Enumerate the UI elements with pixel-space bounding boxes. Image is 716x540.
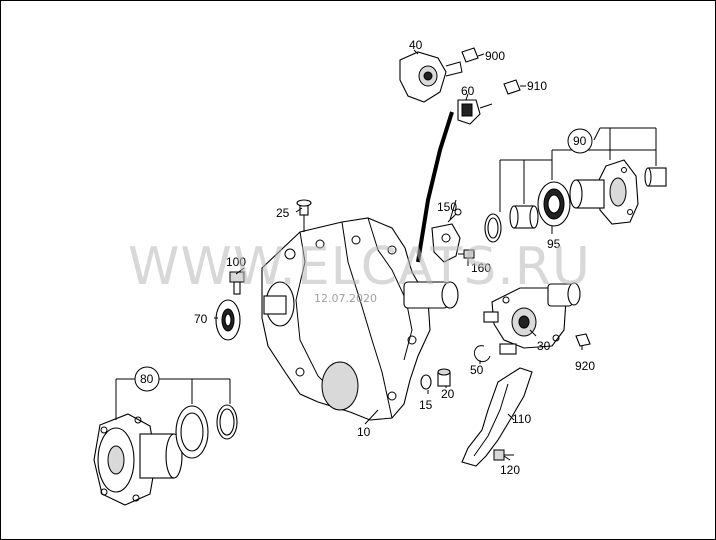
label-920: 920 <box>575 359 595 373</box>
label-910: 910 <box>527 79 547 93</box>
label-900: 900 <box>485 49 505 63</box>
o-ring-80 <box>216 404 238 440</box>
clip-920 <box>575 333 591 347</box>
label-100: 100 <box>226 255 246 269</box>
bolt-160 <box>458 249 475 259</box>
o-ring-15 <box>420 374 432 390</box>
watermark-text: WWW.ELCATS.RU <box>128 237 591 297</box>
bearing-90 <box>509 205 539 229</box>
clip-900 <box>461 47 479 63</box>
callout-circle-90 <box>567 128 593 154</box>
label-80: 80 <box>140 372 154 386</box>
output-flange-80 <box>93 413 183 506</box>
seal-95 <box>537 181 571 227</box>
label-20: 20 <box>441 387 455 401</box>
shaft-seal-70 <box>215 299 241 341</box>
label-110: 110 <box>512 412 531 426</box>
label-40: 40 <box>409 38 423 52</box>
seal-ring-80 <box>175 405 209 459</box>
label-30: 30 <box>537 339 551 353</box>
drive-flange-90 <box>569 159 639 225</box>
sensor-housing-40 <box>399 51 463 103</box>
label-120: 120 <box>500 463 520 477</box>
leader-lines <box>115 49 657 461</box>
cap-90 <box>644 167 667 187</box>
sensor-150 <box>431 208 462 263</box>
wiring-harness <box>416 111 454 263</box>
label-90: 90 <box>573 134 587 148</box>
plug-20 <box>437 368 451 387</box>
clip-910 <box>503 79 521 95</box>
bolt-100 <box>229 271 245 295</box>
breather-valve <box>296 199 312 232</box>
label-60: 60 <box>461 84 475 98</box>
heat-shield-110 <box>461 367 533 467</box>
label-25: 25 <box>276 206 290 220</box>
label-50: 50 <box>470 363 484 377</box>
sensor-60 <box>457 99 493 125</box>
callout-circle-80 <box>134 366 160 392</box>
label-15: 15 <box>419 398 433 412</box>
label-150: 150 <box>437 200 457 214</box>
circlip-50 <box>473 345 491 363</box>
transfer-case-housing <box>261 217 459 421</box>
bolt-120 <box>493 449 514 461</box>
actuator-motor-30 <box>483 282 581 355</box>
watermark-date: 12.07.2020 <box>314 292 377 305</box>
label-70: 70 <box>194 312 208 326</box>
label-10: 10 <box>357 425 371 439</box>
label-95: 95 <box>547 237 561 251</box>
label-160: 160 <box>471 261 491 275</box>
o-ring-90 <box>484 213 502 243</box>
